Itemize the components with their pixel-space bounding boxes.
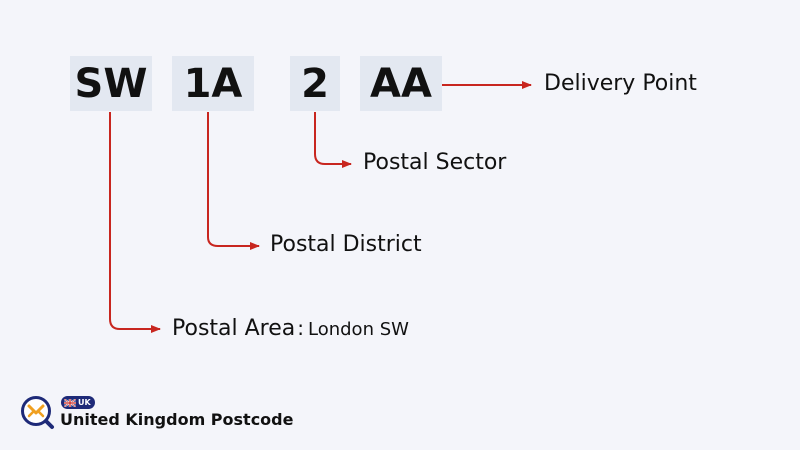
- label-delivery-point: Delivery Point: [544, 71, 697, 96]
- connector-postal-district: [207, 112, 260, 250]
- postcode-part-unit: AA: [360, 56, 442, 111]
- connector-postal-sector: [314, 112, 352, 168]
- envelope-magnifier-icon: [21, 396, 54, 429]
- uk-badge-text: UK: [78, 398, 91, 407]
- label-postal-area: Postal Area: [172, 316, 296, 341]
- label-postal-sector: Postal Sector: [363, 150, 507, 175]
- label-postal-district: Postal District: [270, 232, 422, 257]
- label-area-value: London SW: [308, 319, 409, 340]
- postcode-part-sector: 2: [290, 56, 340, 111]
- connector-postal-area: [109, 112, 161, 333]
- uk-flag-icon: [64, 398, 76, 407]
- label-postal-area-row: Postal Area:London SW: [172, 315, 409, 343]
- label-colon: :: [297, 316, 304, 340]
- uk-badge: UK: [61, 396, 95, 409]
- postcode-part-district: 1A: [172, 56, 254, 111]
- brand-name: United Kingdom Postcode: [60, 410, 294, 429]
- postcode-part-area: SW: [70, 56, 152, 111]
